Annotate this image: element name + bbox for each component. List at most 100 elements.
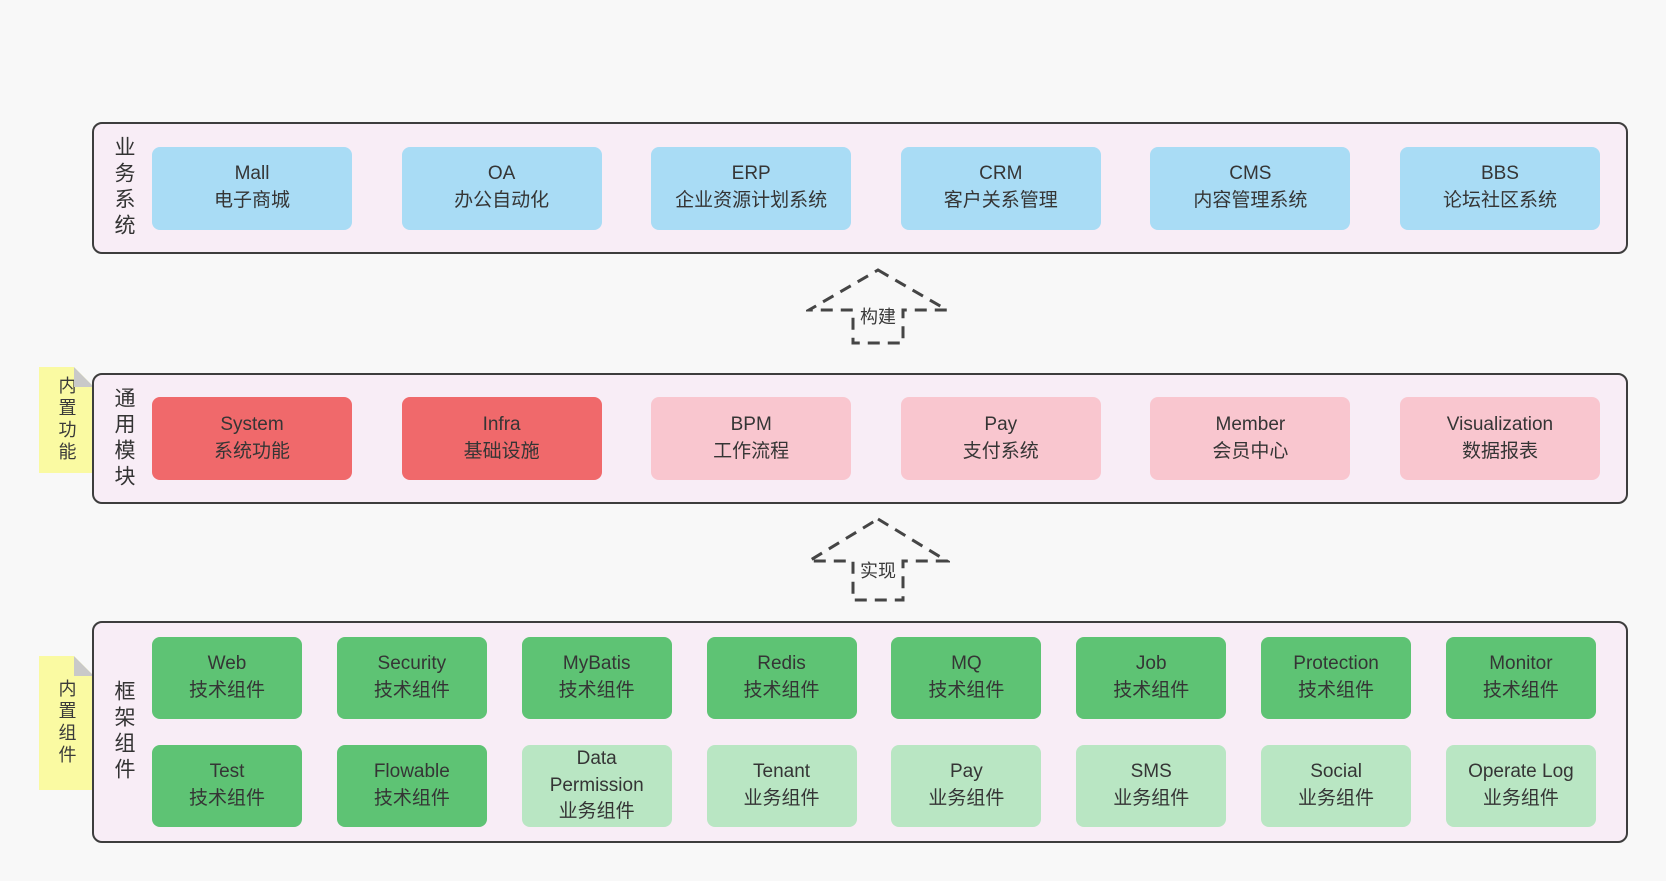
box-mybatis: MyBatis 技术组件 — [521, 637, 672, 719]
box-name: CRM — [979, 163, 1023, 185]
box-web: Web 技术组件 — [152, 637, 302, 719]
box-name: Social — [1310, 761, 1362, 783]
band-label-framework-components: 框架组件 — [112, 680, 135, 784]
box-name: Security — [377, 653, 447, 675]
box-infra: Infra 基础设施 — [401, 397, 602, 480]
box-mq: MQ 技术组件 — [891, 637, 1042, 719]
box-operate-log: Operate Log 业务组件 — [1445, 745, 1596, 827]
box-name: BPM — [730, 413, 772, 435]
box-flowable: Flowable 技术组件 — [336, 745, 487, 827]
box-pay: Pay 支付系统 — [900, 397, 1101, 480]
box-desc: 技术组件 — [188, 788, 265, 809]
band-items-common-modules: System 系统功能 Infra 基础设施 BPM 工作流程 Pay 支付系统… — [152, 375, 1626, 502]
box-bbs: BBS 论坛社区系统 — [1399, 146, 1600, 230]
box-visualization: Visualization 数据报表 — [1399, 397, 1600, 480]
box-desc: 会员中心 — [1212, 440, 1289, 462]
box-oa: OA 办公自动化 — [401, 146, 602, 230]
box-name: ERP — [731, 163, 771, 185]
box-name: Infra — [482, 413, 521, 435]
box-name: Data Permission — [549, 748, 644, 796]
box-protection: Protection 技术组件 — [1261, 637, 1412, 719]
band-label-business-systems: 业务系统 — [112, 136, 135, 240]
box-name: Monitor — [1489, 653, 1553, 675]
box-name: Web — [207, 653, 247, 675]
box-name: Pay — [984, 413, 1018, 435]
box-monitor: Monitor 技术组件 — [1445, 637, 1596, 719]
box-name: BBS — [1480, 163, 1519, 185]
box-desc: 技术组件 — [558, 680, 635, 701]
band-items-business-systems: Mall 电子商城 OA 办公自动化 ERP 企业资源计划系统 CRM 客户关系… — [152, 124, 1626, 252]
box-desc: 支付系统 — [962, 440, 1039, 462]
box-job: Job 技术组件 — [1076, 637, 1227, 719]
box-name: Operate Log — [1468, 761, 1574, 783]
box-bpm: BPM 工作流程 — [651, 397, 852, 480]
box-desc: 技术组件 — [928, 680, 1005, 701]
sticky-label: 内置组件 — [56, 679, 77, 767]
box-name: Test — [209, 761, 245, 783]
box-name: Pay — [950, 761, 983, 783]
folded-corner-icon — [74, 367, 94, 387]
box-desc: 技术组件 — [188, 680, 265, 701]
band-rows-framework-components: Web 技术组件 Security 技术组件 MyBatis 技术组件 Redi… — [152, 623, 1626, 841]
box-name: Protection — [1293, 653, 1379, 675]
box-name: SMS — [1130, 761, 1172, 783]
box-desc: 业务组件 — [928, 788, 1005, 809]
box-desc: 工作流程 — [713, 440, 790, 462]
box-name: Redis — [757, 653, 806, 675]
box-name: System — [220, 413, 284, 435]
box-desc: 内容管理系统 — [1193, 190, 1308, 211]
box-desc: 业务组件 — [1113, 788, 1190, 809]
box-desc: 技术组件 — [1482, 680, 1559, 701]
box-tenant: Tenant 业务组件 — [706, 745, 857, 827]
box-name: MQ — [951, 653, 982, 675]
box-name: Tenant — [753, 761, 811, 783]
box-desc: 电子商城 — [213, 190, 290, 211]
box-desc: 技术组件 — [1298, 680, 1375, 701]
box-name: CMS — [1229, 163, 1272, 185]
sticky-note-builtin-features: 内置功能 — [39, 367, 94, 473]
box-desc: 业务组件 — [1298, 788, 1375, 809]
box-name: Flowable — [373, 761, 450, 783]
up-block-arrow-icon — [806, 268, 950, 345]
box-test: Test 技术组件 — [152, 745, 302, 827]
box-desc: 技术组件 — [373, 680, 450, 701]
box-desc: 企业资源计划系统 — [675, 190, 828, 211]
box-desc: 业务组件 — [1482, 788, 1559, 809]
box-sms: SMS 业务组件 — [1076, 745, 1227, 827]
box-desc: 业务组件 — [558, 801, 635, 823]
box-desc: 基础设施 — [463, 440, 540, 462]
band-business-systems: 业务系统 Mall 电子商城 OA 办公自动化 ERP 企业资源计划系统 CRM… — [92, 122, 1628, 254]
box-crm: CRM 客户关系管理 — [900, 146, 1101, 230]
box-desc: 数据报表 — [1461, 440, 1538, 462]
box-erp: ERP 企业资源计划系统 — [651, 146, 852, 230]
up-block-arrow-icon — [806, 517, 950, 602]
arrow-build-label: 构建 — [856, 302, 900, 330]
band-common-modules: 通用模块 System 系统功能 Infra 基础设施 BPM 工作流程 Pay… — [92, 373, 1628, 504]
arrow-build: 构建 — [806, 266, 950, 346]
box-mall: Mall 电子商城 — [152, 146, 352, 230]
box-name: OA — [487, 163, 516, 185]
sticky-note-builtin-components: 内置组件 — [39, 656, 94, 790]
box-pay-business: Pay 业务组件 — [891, 745, 1042, 827]
box-system: System 系统功能 — [152, 397, 352, 480]
box-name: Member — [1215, 413, 1286, 435]
box-desc: 业务组件 — [743, 788, 820, 809]
box-desc: 客户关系管理 — [943, 190, 1058, 211]
box-desc: 办公自动化 — [454, 190, 550, 211]
band-label-common-modules: 通用模块 — [112, 386, 135, 491]
box-desc: 技术组件 — [1113, 680, 1190, 701]
box-member: Member 会员中心 — [1150, 397, 1351, 480]
box-name: MyBatis — [562, 653, 631, 675]
arrow-implement-label: 实现 — [856, 556, 900, 584]
box-name: Visualization — [1446, 413, 1554, 435]
box-desc: 技术组件 — [373, 788, 450, 809]
box-cms: CMS 内容管理系统 — [1150, 146, 1351, 230]
band-framework-components: 框架组件 Web 技术组件 Security 技术组件 MyBatis 技术组件… — [92, 621, 1628, 843]
arrow-implement: 实现 — [806, 515, 950, 603]
box-social: Social 业务组件 — [1261, 745, 1412, 827]
folded-corner-icon — [74, 656, 94, 676]
box-name: Mall — [234, 163, 270, 185]
box-desc: 技术组件 — [743, 680, 820, 701]
box-name: Job — [1135, 653, 1167, 675]
